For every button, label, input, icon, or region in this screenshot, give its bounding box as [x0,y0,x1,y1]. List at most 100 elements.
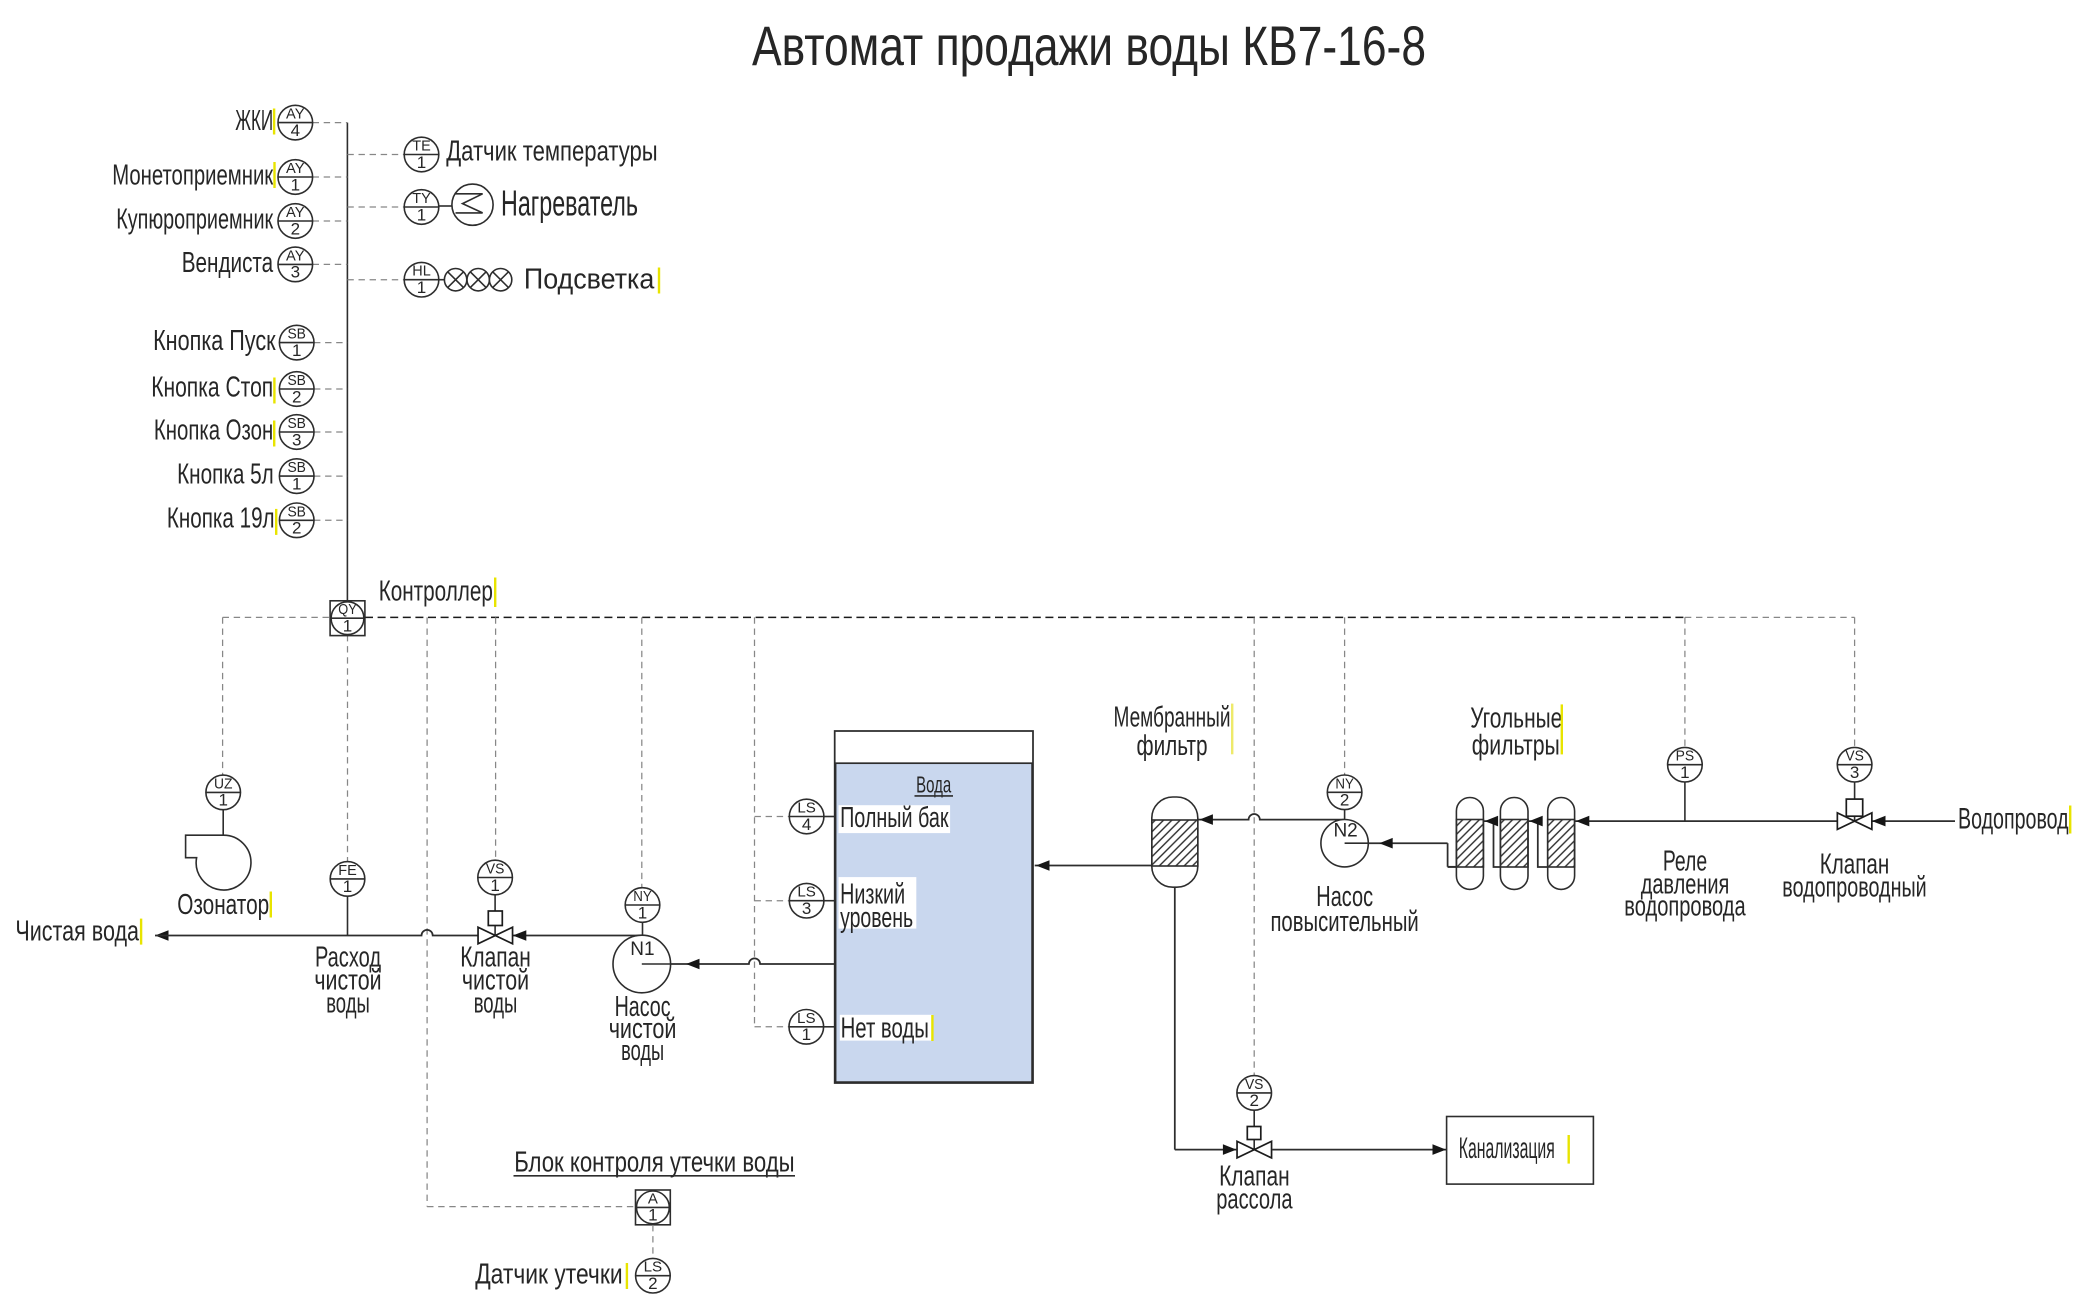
svg-text:2: 2 [291,219,300,238]
svg-text:3: 3 [291,263,300,282]
svg-text:TE: TE [412,138,431,155]
svg-text:SB: SB [287,372,306,389]
svg-text:N2: N2 [1333,821,1357,842]
svg-text:Кнопка 19л: Кнопка 19л [167,503,275,535]
svg-text:уровень: уровень [840,902,913,934]
svg-text:Чистая вода: Чистая вода [15,915,139,947]
svg-text:1: 1 [638,903,647,922]
svg-text:воды: воды [621,1035,664,1067]
svg-text:Подсветка: Подсветка [524,263,655,295]
svg-text:водопроводный: водопроводный [1782,872,1926,904]
svg-text:1: 1 [417,278,426,297]
svg-text:VS: VS [1245,1076,1264,1093]
svg-text:PS: PS [1676,748,1695,765]
svg-text:Датчик утечки: Датчик утечки [475,1258,622,1290]
svg-text:Кнопка Озон: Кнопка Озон [154,414,273,446]
svg-text:Нагреватель: Нагреватель [501,183,638,224]
svg-text:LS: LS [797,800,816,817]
svg-text:TY: TY [412,190,431,207]
svg-text:LS: LS [797,1010,816,1027]
svg-text:LS: LS [797,884,816,901]
svg-text:Кнопка Пуск: Кнопка Пуск [153,325,276,357]
svg-text:1: 1 [291,175,300,194]
svg-text:1: 1 [292,341,301,360]
svg-text:FE: FE [338,862,357,879]
svg-text:3: 3 [802,899,811,918]
svg-text:3: 3 [1850,763,1859,782]
svg-text:Расход: Расход [315,942,381,974]
svg-text:рассола: рассола [1216,1184,1292,1216]
svg-text:3: 3 [292,430,301,449]
svg-text:Кнопка Стоп: Кнопка Стоп [151,371,273,403]
svg-text:Блок контроля утечки воды: Блок контроля утечки воды [514,1146,794,1178]
svg-text:Клапан: Клапан [1219,1161,1290,1193]
svg-text:Реле: Реле [1663,845,1707,877]
svg-text:1: 1 [292,474,301,493]
svg-text:чистой: чистой [609,1013,677,1045]
svg-text:чистой: чистой [314,964,381,996]
svg-text:Автомат продажи воды КВ7-16-8: Автомат продажи воды КВ7-16-8 [752,14,1426,77]
svg-text:A: A [648,1190,658,1207]
svg-text:воды: воды [474,987,518,1019]
svg-text:UZ: UZ [214,775,233,792]
svg-text:фильтр: фильтр [1137,730,1208,762]
svg-text:Датчик температуры: Датчик температуры [446,136,658,168]
svg-text:Нет воды: Нет воды [841,1013,929,1045]
svg-text:N1: N1 [630,939,654,960]
svg-text:1: 1 [490,876,499,895]
svg-text:SB: SB [287,415,306,432]
svg-text:Клапан: Клапан [460,942,531,974]
svg-text:2: 2 [648,1274,657,1293]
svg-text:1: 1 [417,205,426,224]
svg-text:Кнопка 5л: Кнопка 5л [177,459,274,491]
svg-text:1: 1 [648,1206,657,1225]
svg-text:AY: AY [286,160,305,177]
svg-text:AY: AY [286,247,305,264]
svg-text:Озонатор: Озонатор [177,889,269,921]
svg-text:Низкий: Низкий [840,878,905,910]
svg-text:давления: давления [1641,868,1730,900]
svg-text:2: 2 [292,387,301,406]
svg-text:повысительный: повысительный [1270,906,1418,938]
svg-text:SB: SB [287,459,306,476]
svg-text:Мембранный: Мембранный [1114,702,1231,734]
svg-text:HL: HL [412,263,431,280]
svg-text:2: 2 [1249,1091,1258,1110]
svg-text:Вендиста: Вендиста [182,247,274,279]
svg-text:4: 4 [291,121,300,140]
svg-text:SB: SB [287,326,306,343]
svg-text:Насос: Насос [615,991,671,1023]
svg-text:1: 1 [343,877,352,896]
svg-text:Канализация: Канализация [1459,1132,1555,1165]
svg-text:NY: NY [1335,775,1354,792]
svg-text:Контроллер: Контроллер [379,576,493,608]
svg-text:фильтры: фильтры [1472,729,1560,761]
svg-text:NY: NY [633,888,652,905]
svg-text:Клапан: Клапан [1820,848,1890,880]
svg-text:Купюроприемник: Купюроприемник [116,203,273,235]
svg-text:чистой: чистой [462,964,529,996]
svg-text:LS: LS [644,1259,663,1276]
svg-text:2: 2 [292,519,301,538]
svg-text:водопровода: водопровода [1624,891,1746,923]
svg-text:VS: VS [1845,748,1864,765]
svg-text:1: 1 [1680,763,1689,782]
svg-text:Водопровод: Водопровод [1958,802,2069,835]
svg-text:QY: QY [338,601,357,618]
svg-text:SB: SB [287,503,306,520]
svg-text:Вода: Вода [916,772,952,798]
svg-text:Монетоприемник: Монетоприемник [112,159,273,191]
svg-text:Насос: Насос [1316,881,1373,913]
svg-text:Полный бак: Полный бак [840,802,949,834]
svg-text:4: 4 [802,815,811,834]
svg-text:AY: AY [286,106,305,123]
svg-text:2: 2 [1340,791,1349,810]
svg-text:1: 1 [218,791,227,810]
svg-text:Угольные: Угольные [1470,702,1562,734]
svg-text:1: 1 [343,617,352,636]
svg-text:AY: AY [286,204,305,221]
svg-text:воды: воды [326,987,370,1019]
svg-text:1: 1 [802,1025,811,1044]
svg-text:ЖКИ: ЖКИ [235,105,273,137]
svg-text:1: 1 [417,153,426,172]
